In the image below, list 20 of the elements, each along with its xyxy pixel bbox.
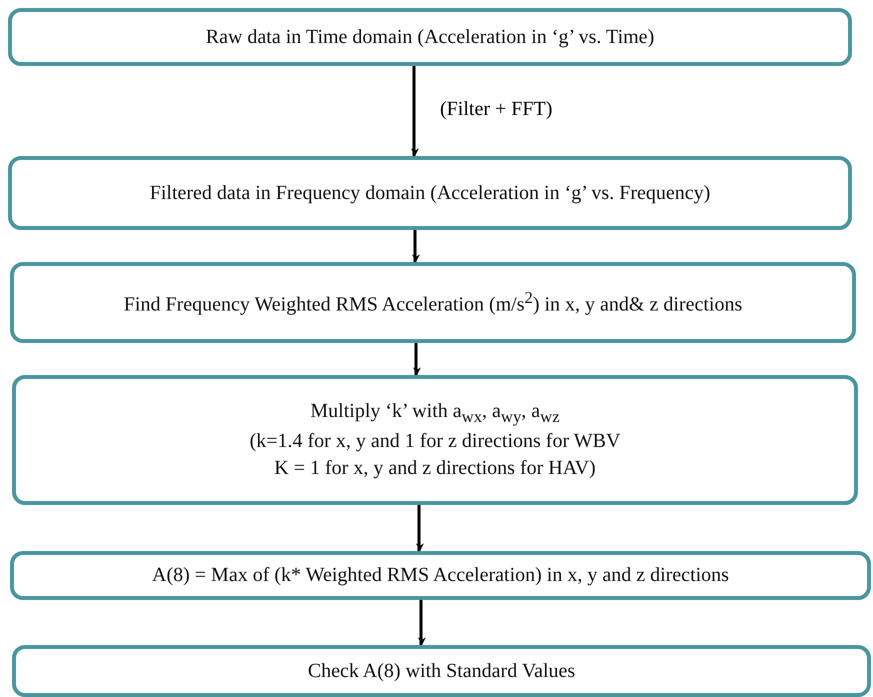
process-box (8, 8, 852, 66)
process-box (8, 156, 852, 230)
step-text: K = 1 for x, y and z directions for HAV) (274, 456, 596, 482)
step-text: (k=1.4 for x, y and 1 for z directions for WBV (250, 429, 620, 454)
step-text: Multiply ‘k’ with a$_{wx}$, a$_{wy}$, a$_{wz}$ (310, 398, 560, 428)
process-box (12, 375, 858, 505)
process-box (10, 551, 871, 600)
step-text: Find Frequency Weighted RMS Acceleration (m/s$^{2}$) in x, y and& z directions (124, 286, 742, 318)
step-text: Check A(8) with Standard Values (308, 658, 576, 684)
process-box (10, 262, 856, 343)
arrow (412, 230, 420, 262)
edge-label: (Filter + FFT) (440, 98, 552, 121)
step-text: Raw data in Time domain (Acceleration in ‘g’ vs. Time) (206, 24, 654, 50)
step-text: Filtered data in Frequency domain (Acceleration in ‘g’ vs. Frequency) (150, 180, 710, 206)
arrow (412, 343, 421, 376)
arrow (418, 600, 426, 646)
step-text: A(8) = Max of (k* Weighted RMS Acceleration) in x, y and z directions (152, 563, 729, 588)
arrow (410, 66, 419, 156)
process-box (12, 645, 871, 697)
arrow (416, 505, 424, 552)
